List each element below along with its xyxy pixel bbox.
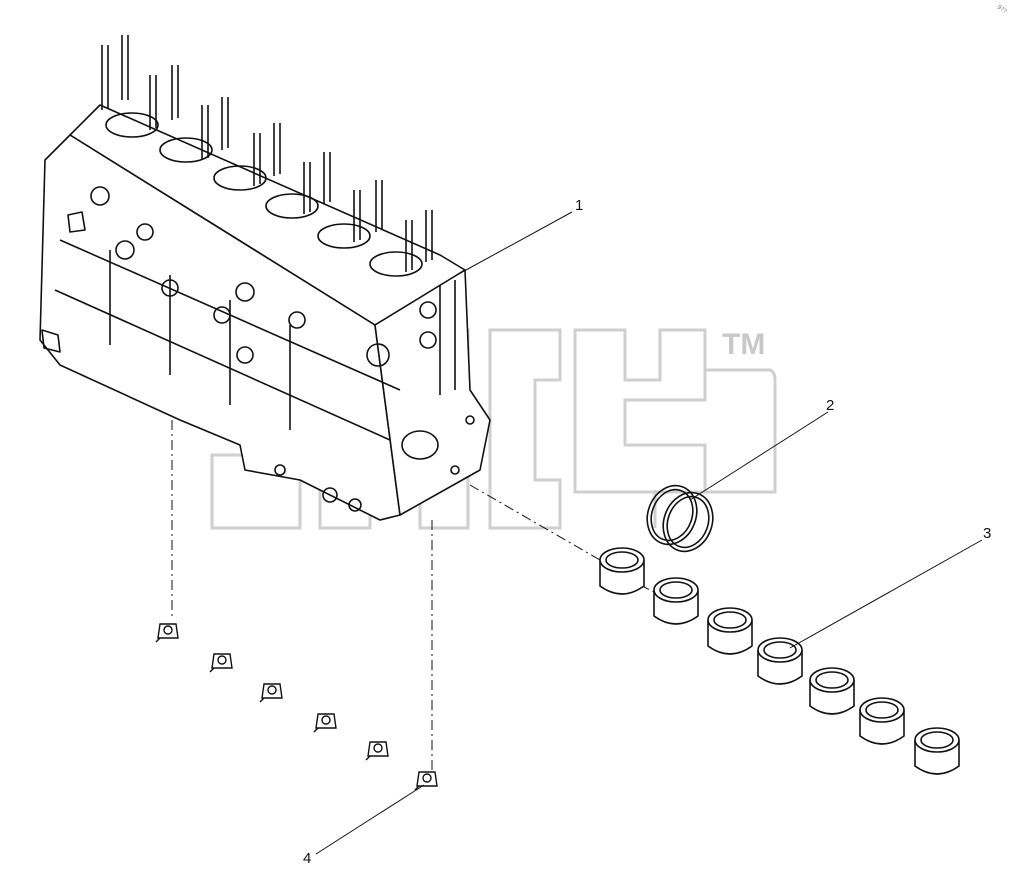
cooling-nozzle [313,713,337,733]
main-bearing-shells [599,547,960,775]
bearing-shell [859,697,905,745]
corner-mark: 9?? [996,4,1008,16]
bearing-shell [653,577,699,625]
bearing-shell [599,547,645,595]
callout-3: 3 [983,525,991,542]
bearing-shell [707,607,753,655]
leader-line-4 [315,784,425,855]
leader-line-3 [789,539,983,649]
leader-line-1 [454,211,573,277]
callout-4: 4 [303,850,311,867]
cooling-nozzle [414,771,438,791]
bearing-shell [809,667,855,715]
thrust-washer-rings [646,484,714,553]
bearing-shell [757,637,803,685]
bearing-shell [914,727,960,775]
cooling-nozzle [365,741,389,761]
piston-cooling-nozzles [155,623,438,791]
callout-2: 2 [826,397,834,414]
cooling-nozzle [155,623,179,643]
callout-1: 1 [575,197,583,214]
leader-lines [315,211,983,855]
cooling-nozzle [209,653,233,673]
cylinder-block [39,35,491,521]
cooling-nozzle [259,683,283,703]
watermark-tm-text: TM [722,328,765,361]
leader-line-2 [689,411,829,501]
